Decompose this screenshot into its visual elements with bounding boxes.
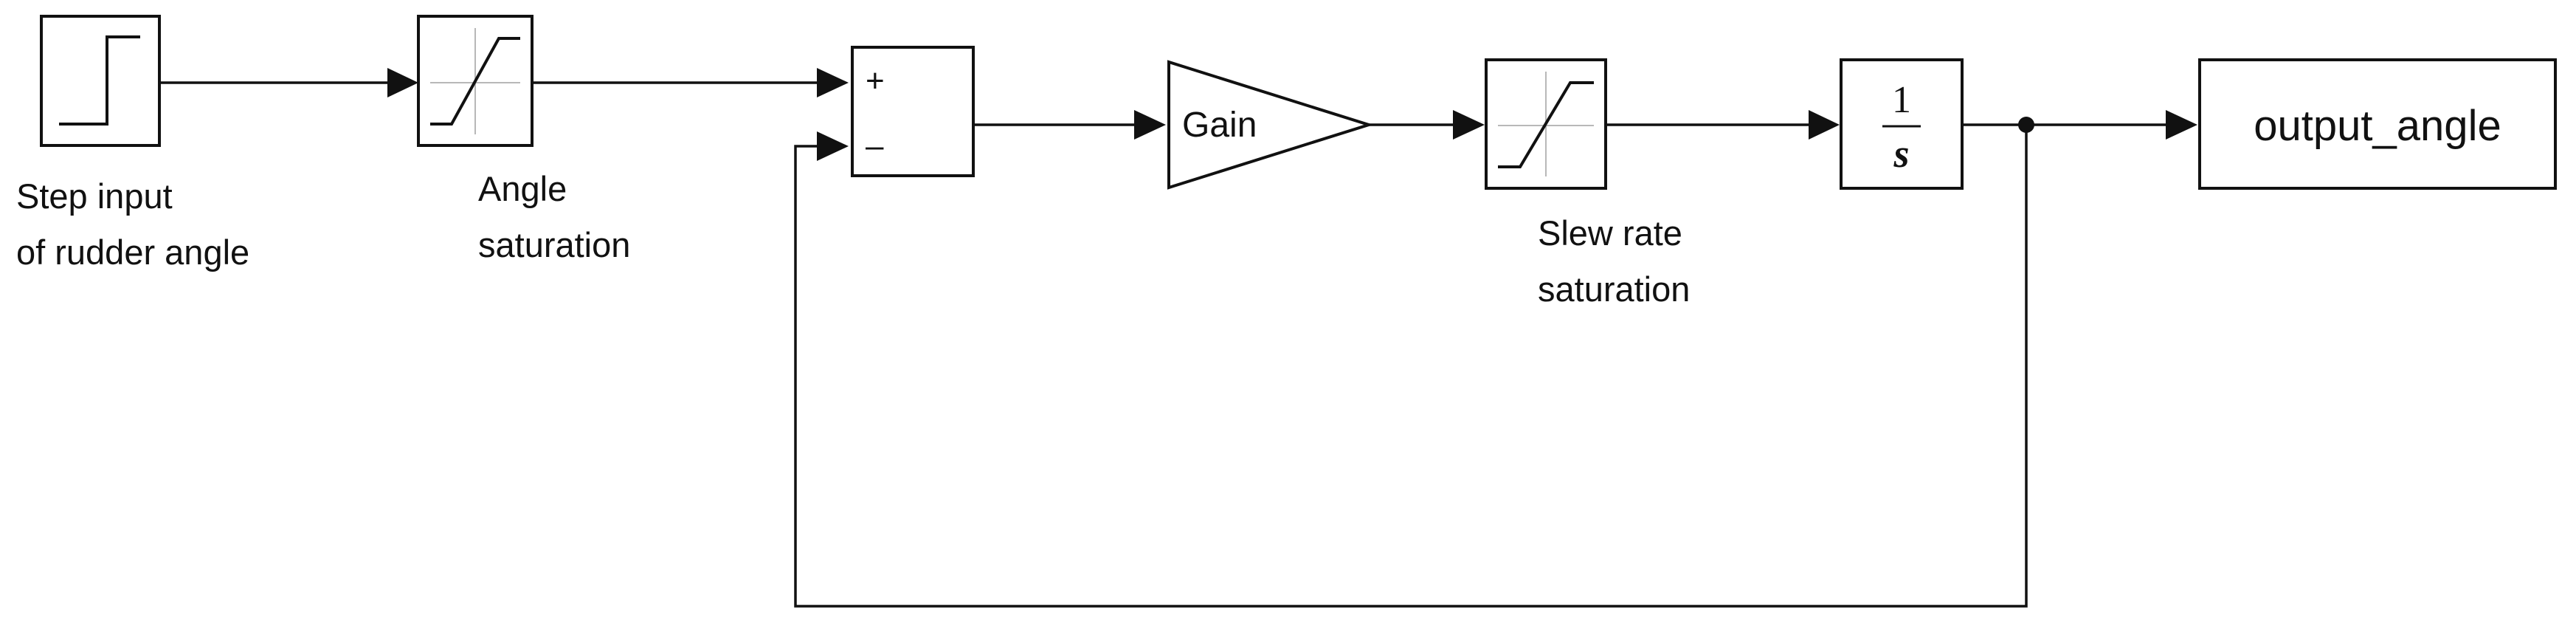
- step-block[interactable]: [40, 15, 161, 147]
- caption-line: Step input: [16, 176, 173, 216]
- slew-saturation-block[interactable]: [1485, 58, 1607, 190]
- saturation-icon: [430, 28, 520, 134]
- step-caption: Step input of rudder angle: [16, 168, 249, 281]
- branch-point: [2018, 117, 2034, 133]
- gain-label: Gain: [1182, 106, 1257, 145]
- caption-line: of rudder angle: [16, 233, 250, 272]
- output-block[interactable]: [2198, 58, 2557, 190]
- angle-saturation-block[interactable]: [417, 15, 533, 147]
- saturation-icon: [1498, 72, 1594, 176]
- slew-saturation-caption: Slew rate saturation: [1538, 205, 1690, 317]
- sum-plus-sign: +: [866, 63, 885, 99]
- arrowheads: [387, 68, 2197, 161]
- step-icon: [59, 35, 140, 126]
- sum-block[interactable]: [851, 46, 975, 177]
- gain-block[interactable]: [1167, 60, 1374, 190]
- integrator-block[interactable]: [1840, 58, 1964, 190]
- output-label: output_angle: [2254, 102, 2501, 150]
- caption-line: saturation: [1538, 269, 1691, 309]
- caption-line: saturation: [478, 225, 631, 264]
- sum-minus-sign: –: [866, 128, 884, 164]
- angle-saturation-caption: Angle saturation: [478, 161, 630, 273]
- signal-lines: [159, 81, 2166, 608]
- integrator-numerator: 1: [1892, 79, 1911, 121]
- caption-line: Slew rate: [1538, 213, 1682, 253]
- caption-line: Angle: [478, 169, 567, 208]
- integrator-denominator: s: [1893, 131, 1909, 176]
